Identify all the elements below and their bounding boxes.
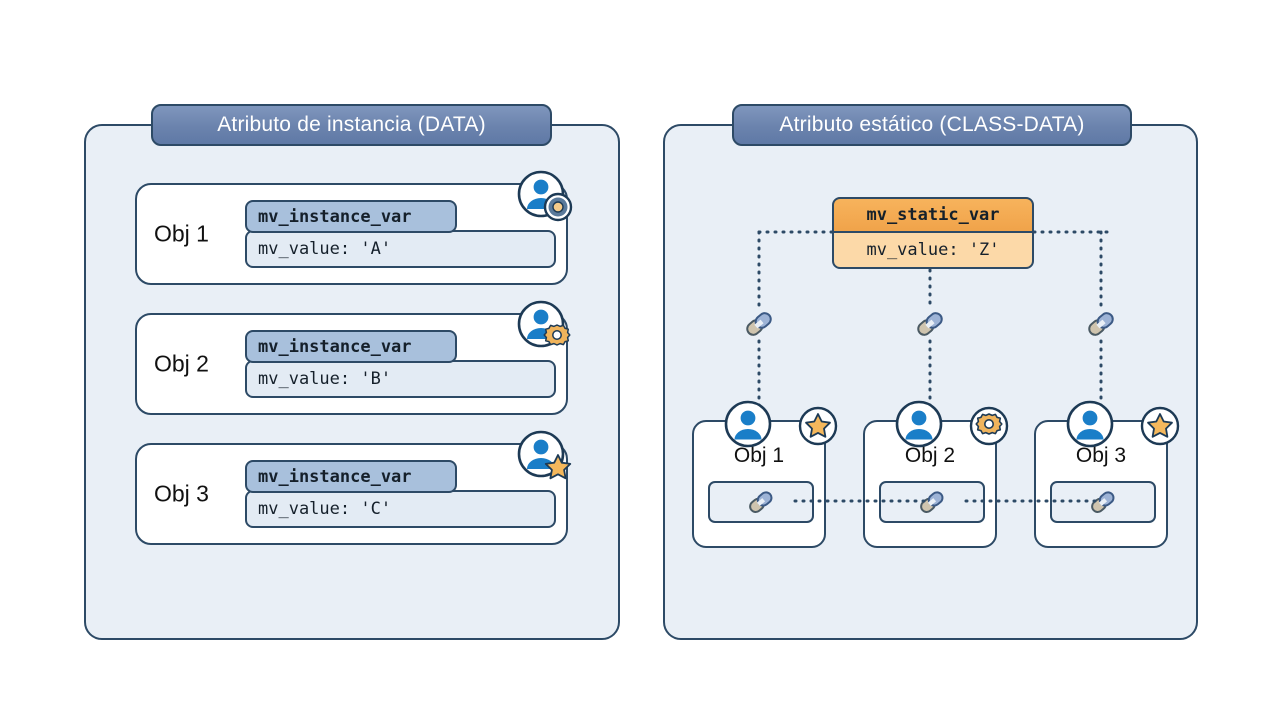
static-reference-slot (879, 481, 985, 523)
static-reference-slot (1050, 481, 1156, 523)
object-label: Obj 2 (904, 444, 956, 467)
static-object-card[interactable]: Obj 2 (863, 400, 1009, 548)
object-label: Obj 2 (154, 350, 209, 377)
object-label: Obj 1 (733, 444, 785, 467)
star-icon (798, 406, 838, 446)
object-label: Obj 1 (154, 220, 209, 247)
object-label: Obj 3 (1075, 444, 1127, 467)
instance-variable-name: mv_instance_var (245, 200, 457, 233)
static-variable-name: mv_static_var (832, 197, 1034, 233)
instance-variable-value: mv_value: 'A' (245, 230, 556, 268)
instance-variable-value: mv_value: 'C' (245, 490, 556, 528)
static-object-card[interactable]: Obj 1 (692, 400, 838, 548)
instance-object-row[interactable]: Obj 2 mv_instance_var mv_value: 'B' (135, 300, 571, 415)
person-icon (895, 400, 943, 448)
static-attribute-panel-title: Atributo estático (CLASS-DATA) (732, 104, 1132, 146)
instance-variable-name: mv_instance_var (245, 460, 457, 493)
instance-object-row[interactable]: Obj 3 mv_instance_var mv_value: 'C' (135, 430, 572, 545)
static-reference-slot (708, 481, 814, 523)
person-icon (724, 400, 772, 448)
link-icon (1091, 491, 1115, 513)
person-icon (1066, 400, 1114, 448)
instance-object-row[interactable]: Obj 1 mv_instance_var mv_value: 'A' (135, 170, 573, 285)
link-icon (920, 491, 944, 513)
instance-variable-value: mv_value: 'B' (245, 360, 556, 398)
link-icon (1084, 307, 1118, 341)
person-ring-icon (516, 169, 573, 225)
instance-attribute-panel-title: Atributo de instancia (DATA) (151, 104, 552, 146)
person-star-icon (516, 429, 572, 485)
person-gear-icon (516, 299, 572, 355)
static-variable-box[interactable]: mv_static_var mv_value: 'Z' (832, 197, 1034, 269)
object-label: Obj 3 (154, 480, 209, 507)
link-icon (742, 307, 776, 341)
link-icon (749, 491, 773, 513)
static-object-card[interactable]: Obj 3 (1034, 400, 1180, 548)
instance-variable-name: mv_instance_var (245, 330, 457, 363)
link-icon (913, 307, 947, 341)
static-variable-value: mv_value: 'Z' (832, 231, 1034, 269)
gear-icon (969, 406, 1009, 446)
star-icon (1140, 406, 1180, 446)
